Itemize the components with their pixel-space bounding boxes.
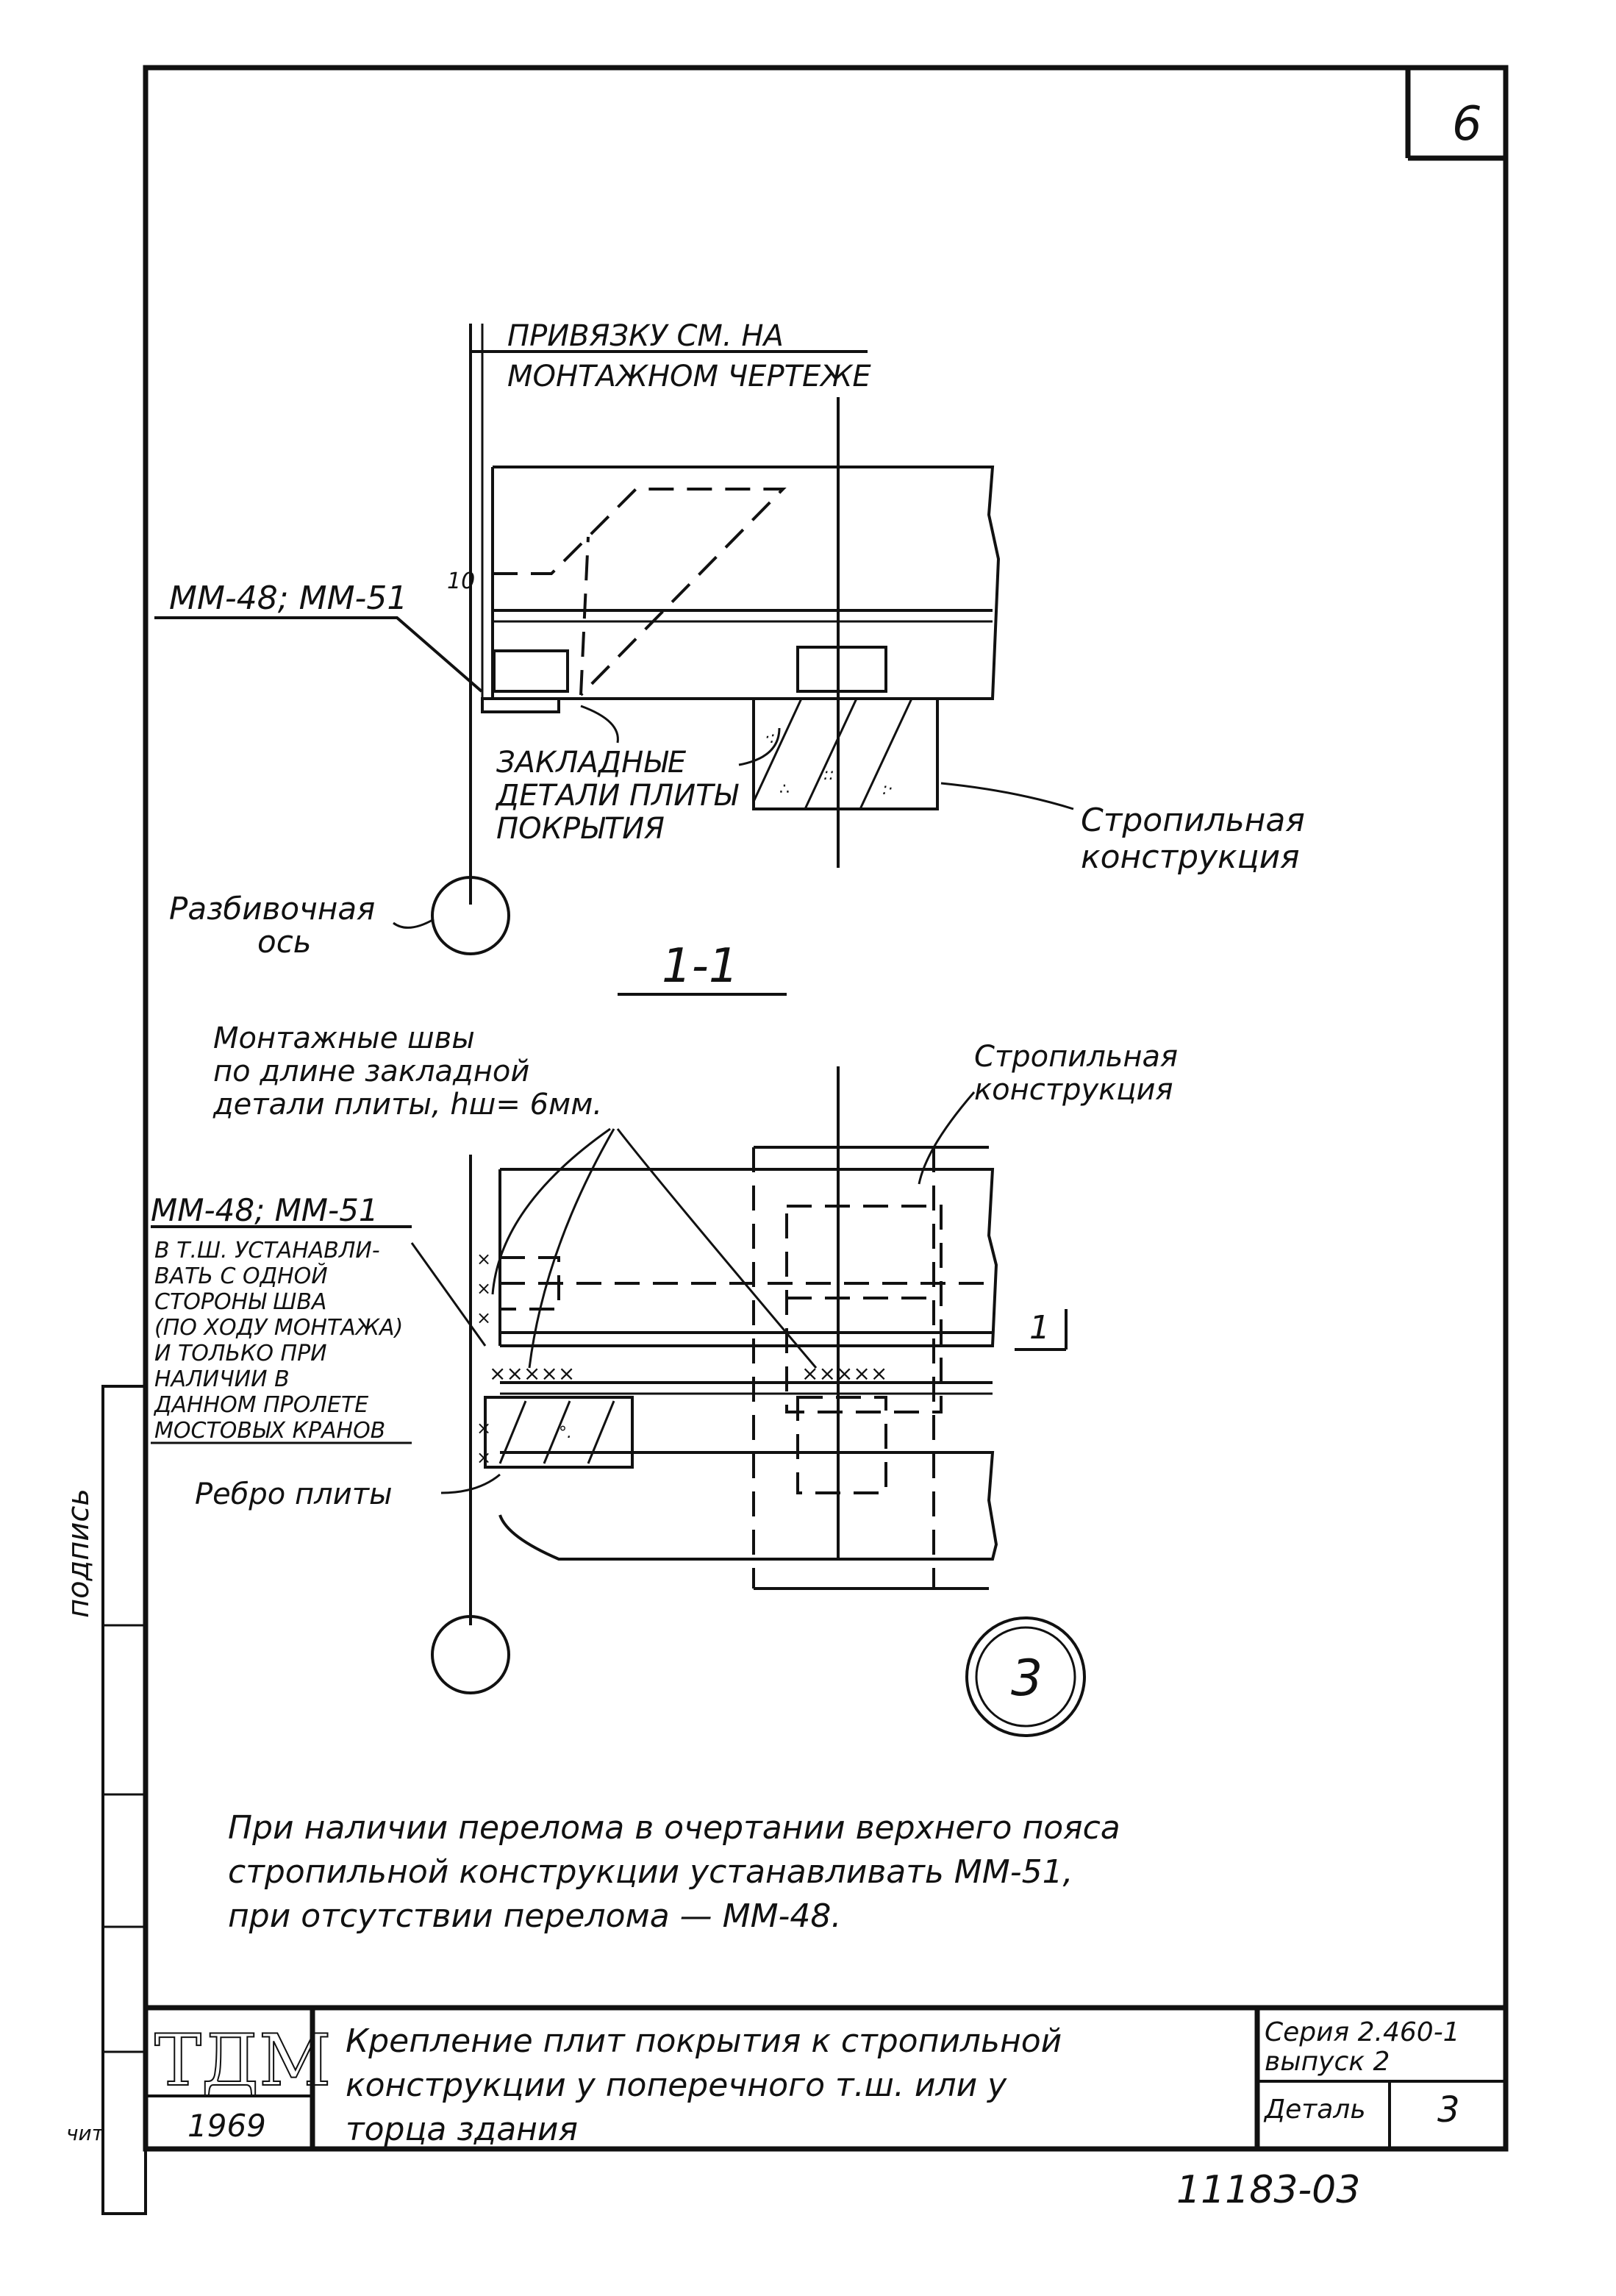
rib-label: Ребро плиты (195, 1477, 393, 1511)
svg-text:::: :: (823, 766, 834, 784)
weld-leader-2 (528, 1128, 615, 1369)
note-line-6: НАЛИЧИИ В (154, 1366, 290, 1392)
rafter-leader (940, 782, 1074, 810)
welds-label-2: по длине закладной (213, 1055, 529, 1088)
title-year: 1969 (187, 2108, 266, 2144)
note-line-7: ДАННОМ ПРОЛЕТЕ (153, 1392, 368, 1418)
issue-label: выпуск 2 (1265, 2047, 1390, 2077)
detail-value: 3 (1437, 2089, 1460, 2131)
offset-dimension: 10 (447, 568, 475, 594)
svg-text:×: × (476, 1249, 491, 1269)
axis-bubble-top (431, 876, 510, 955)
rafter-label-1: Стропильная (1081, 802, 1305, 839)
rafter-label-bottom-2: конструкция (974, 1073, 1173, 1107)
series-label: Серия 2.460-1 (1265, 2017, 1460, 2047)
footnote-line-2: стропильной конструкции устанавливать ММ… (228, 1853, 1073, 1891)
detail-number: 3 (1011, 1650, 1043, 1708)
detail-circle-outer (965, 1616, 1086, 1737)
slab-rib-hidden-line (493, 488, 787, 696)
title-line-3: торца здания (346, 2111, 578, 2148)
sheet-frame (143, 65, 1509, 2152)
slab-section-outline (500, 1168, 998, 1347)
embedded-leader-2 (738, 727, 781, 766)
note-line-1: В Т.Ш. УСТАНАВЛИ- (154, 1238, 380, 1263)
drawing-number: 11183-03 (1176, 2168, 1360, 2212)
title-line-2: конструкции у поперечного т.ш. или у (346, 2067, 1007, 2104)
bottom-part-mark-leader (410, 1242, 487, 1347)
note-line-3: СТОРОНЫ ШВА (154, 1289, 326, 1315)
svg-text:·:: ·: (765, 729, 775, 747)
title-block: ТДМ 1969 Крепление плит покрытия к строп… (146, 2005, 1506, 2149)
weld-marks-left: ××××× (489, 1361, 575, 1386)
org-logo: ТДМ (154, 2019, 331, 2102)
embedded-parts-label-2: ДЕТАЛИ ПЛИТЫ (495, 779, 740, 813)
rafter-label-bottom-1: Стропильная (974, 1040, 1178, 1074)
margin-label: чит (66, 2121, 104, 2145)
embedded-leader-1 (580, 705, 619, 744)
detail-circle-inner (975, 1626, 1076, 1728)
mounting-plate-mm (481, 697, 560, 713)
rafter-leader-bottom (918, 1091, 976, 1185)
weld-leader-3 (616, 1128, 818, 1369)
footnote-line-3: при отсутствии перелома — ММ-48. (228, 1897, 841, 1935)
top-detail: ПРИВЯЗКУ СМ. НА МОНТАЖНОМ ЧЕРТЕЖЕ 10 ·: … (154, 319, 1305, 960)
embedded-parts-label-1: ЗАКЛАДНЫЕ (496, 746, 687, 780)
section-title: 1-1 (662, 939, 739, 994)
embedded-parts-label-3: ПОКРЫТИЯ (496, 812, 665, 846)
rib-section-hatch (484, 1396, 634, 1469)
embedded-part-right (796, 646, 887, 693)
svg-text::·: :· (882, 780, 893, 799)
note-line-5: И ТОЛЬКО ПРИ (154, 1341, 327, 1366)
note-line-4: (ПО ХОДУ МОНТАЖА) (154, 1315, 403, 1341)
margin-stamp-strip (101, 1385, 147, 2215)
note-line-8: МОСТОВЫХ КРАНОВ (154, 1418, 385, 1444)
axis-bubble-bottom (431, 1615, 510, 1694)
svg-text:×: × (476, 1447, 491, 1468)
welds-label-1: Монтажные швы (213, 1022, 475, 1055)
svg-text:°.: °. (559, 1424, 572, 1442)
part-mark-leader (154, 616, 483, 693)
rib-leader (440, 1473, 501, 1494)
adjacent-slab-rib (498, 1451, 998, 1561)
axis-label-1: Разбивочная (169, 891, 375, 927)
weld-leader-1 (491, 1127, 611, 1295)
reference-note-line1: ПРИВЯЗКУ СМ. НА (507, 319, 784, 353)
welds-label-3: детали плиты, hш= 6мм. (212, 1088, 602, 1122)
title-line-1: Крепление плит покрытия к стропильной (346, 2022, 1062, 2060)
footnote-line-1: При наличии перелома в очертании верхнег… (228, 1809, 1120, 1847)
weld-marks-right: ××××× (801, 1361, 887, 1386)
axis-label-2: ось (257, 924, 312, 960)
svg-text:×: × (476, 1418, 491, 1438)
note-line-2: ВАТЬ С ОДНОЙ (154, 1263, 328, 1289)
rafter-label-2: конструкция (1081, 838, 1300, 876)
reference-note-line2: МОНТАЖНОМ ЧЕРТЕЖЕ (507, 360, 871, 393)
svg-text:×: × (476, 1278, 491, 1299)
section-cut-number: 1 (1029, 1309, 1050, 1347)
page-number: 6 (1452, 97, 1482, 151)
svg-text:×: × (476, 1308, 491, 1328)
embedded-part-plan (785, 1205, 943, 1413)
embedded-part-left (493, 649, 569, 693)
top-part-mark: ММ-48; ММ-51 (169, 580, 407, 617)
bottom-part-mark: ММ-48; ММ-51 (151, 1192, 379, 1228)
svg-text:∴: ∴ (779, 780, 790, 799)
rafter-section (752, 697, 939, 810)
margin-signature: подпись (62, 1489, 96, 1618)
bottom-detail: Монтажные швы по длине закладной детали … (151, 1022, 1178, 1737)
detail-label: Деталь (1263, 2094, 1366, 2125)
